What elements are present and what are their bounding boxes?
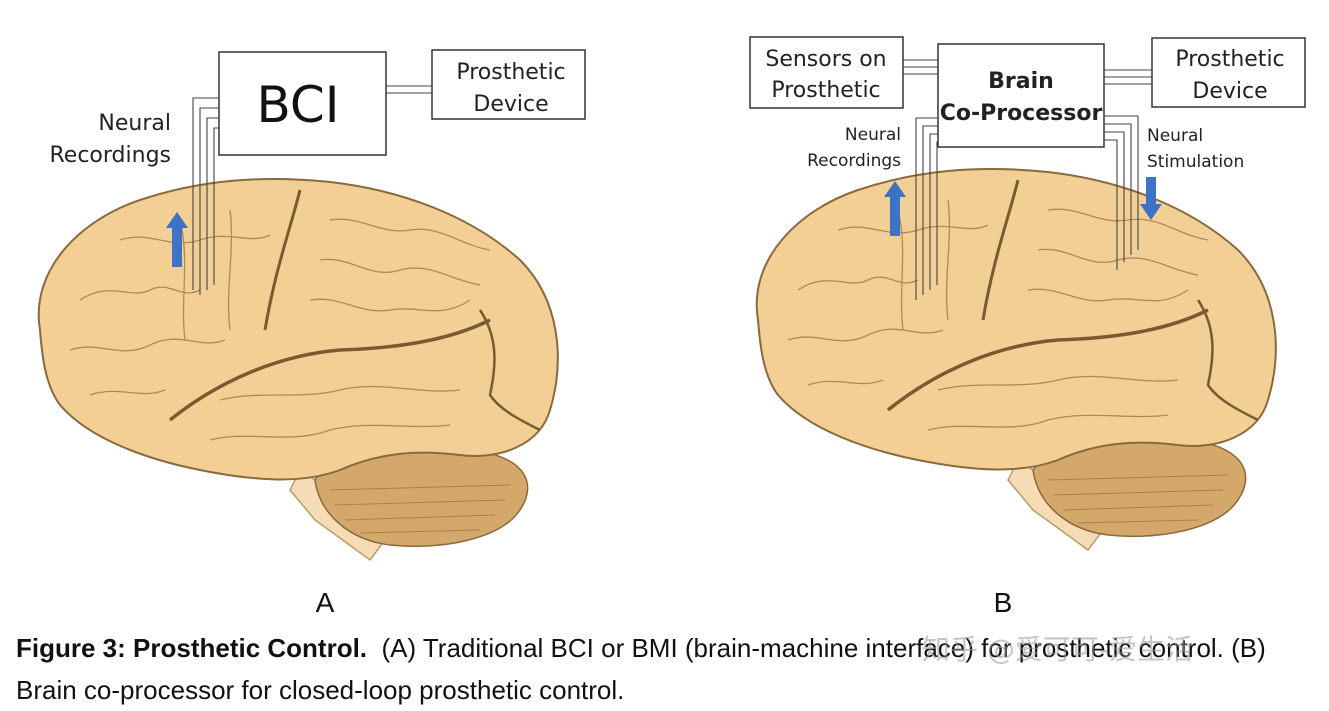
sensors-label-line1: Sensors on bbox=[765, 47, 886, 72]
prosthetic-device-box-a bbox=[431, 49, 586, 120]
prosthetic-label-b-line1: Prosthetic bbox=[1175, 47, 1284, 72]
panel-a: BCI Prosthetic Device Neural Recordings … bbox=[36, 49, 586, 618]
caption-title: Figure 3: Prosthetic Control. bbox=[16, 633, 368, 663]
sensors-label-line2: Prosthetic bbox=[771, 78, 880, 103]
panel-letter-a: A bbox=[316, 587, 335, 618]
sensors-box bbox=[749, 36, 904, 109]
coprocessor-label-line1: Brain bbox=[988, 69, 1054, 94]
prosthetic-label-a-line1: Prosthetic bbox=[456, 60, 565, 85]
watermark: 知乎 @爱可可-爱生活 bbox=[922, 633, 1194, 666]
up-arrow-icon bbox=[884, 181, 906, 236]
coprocessor-label-line2: Co-Processor bbox=[940, 101, 1103, 126]
prosthetic-label-b-line2: Device bbox=[1192, 79, 1267, 104]
output-wires-b bbox=[1104, 69, 1152, 85]
bci-label: BCI bbox=[256, 76, 339, 134]
stimulation-wires-b bbox=[1104, 115, 1139, 270]
sensor-wires-b bbox=[903, 59, 938, 75]
recordings-label-a-line2: Recordings bbox=[50, 143, 172, 168]
down-arrow-icon bbox=[1140, 177, 1162, 220]
bci-box bbox=[218, 51, 387, 156]
figure-caption: Figure 3: Prosthetic Control. (A) Tradit… bbox=[16, 627, 1321, 711]
recordings-label-b-line2: Recordings bbox=[807, 151, 901, 171]
caption-text: (A) Traditional BCI or BMI (brain-machin… bbox=[16, 633, 1274, 705]
up-arrow-icon bbox=[166, 212, 188, 267]
coprocessor-box bbox=[937, 43, 1105, 148]
brain-a-illustration bbox=[36, 177, 560, 562]
prosthetic-device-box-b bbox=[1151, 37, 1306, 108]
stimulation-label-line2: Stimulation bbox=[1147, 152, 1244, 172]
stimulation-label-line1: Neural bbox=[1147, 126, 1203, 146]
recording-wires-a bbox=[192, 97, 219, 295]
prosthetic-label-a-line2: Device bbox=[473, 92, 548, 117]
output-wires-a bbox=[386, 85, 432, 94]
recordings-label-a-line1: Neural bbox=[98, 111, 171, 136]
panel-letter-b: B bbox=[994, 587, 1013, 618]
recordings-label-b-line1: Neural bbox=[845, 125, 901, 145]
panel-b: Sensors on Prosthetic Brain Co-Processor… bbox=[749, 36, 1306, 618]
brain-b-illustration bbox=[754, 167, 1278, 552]
